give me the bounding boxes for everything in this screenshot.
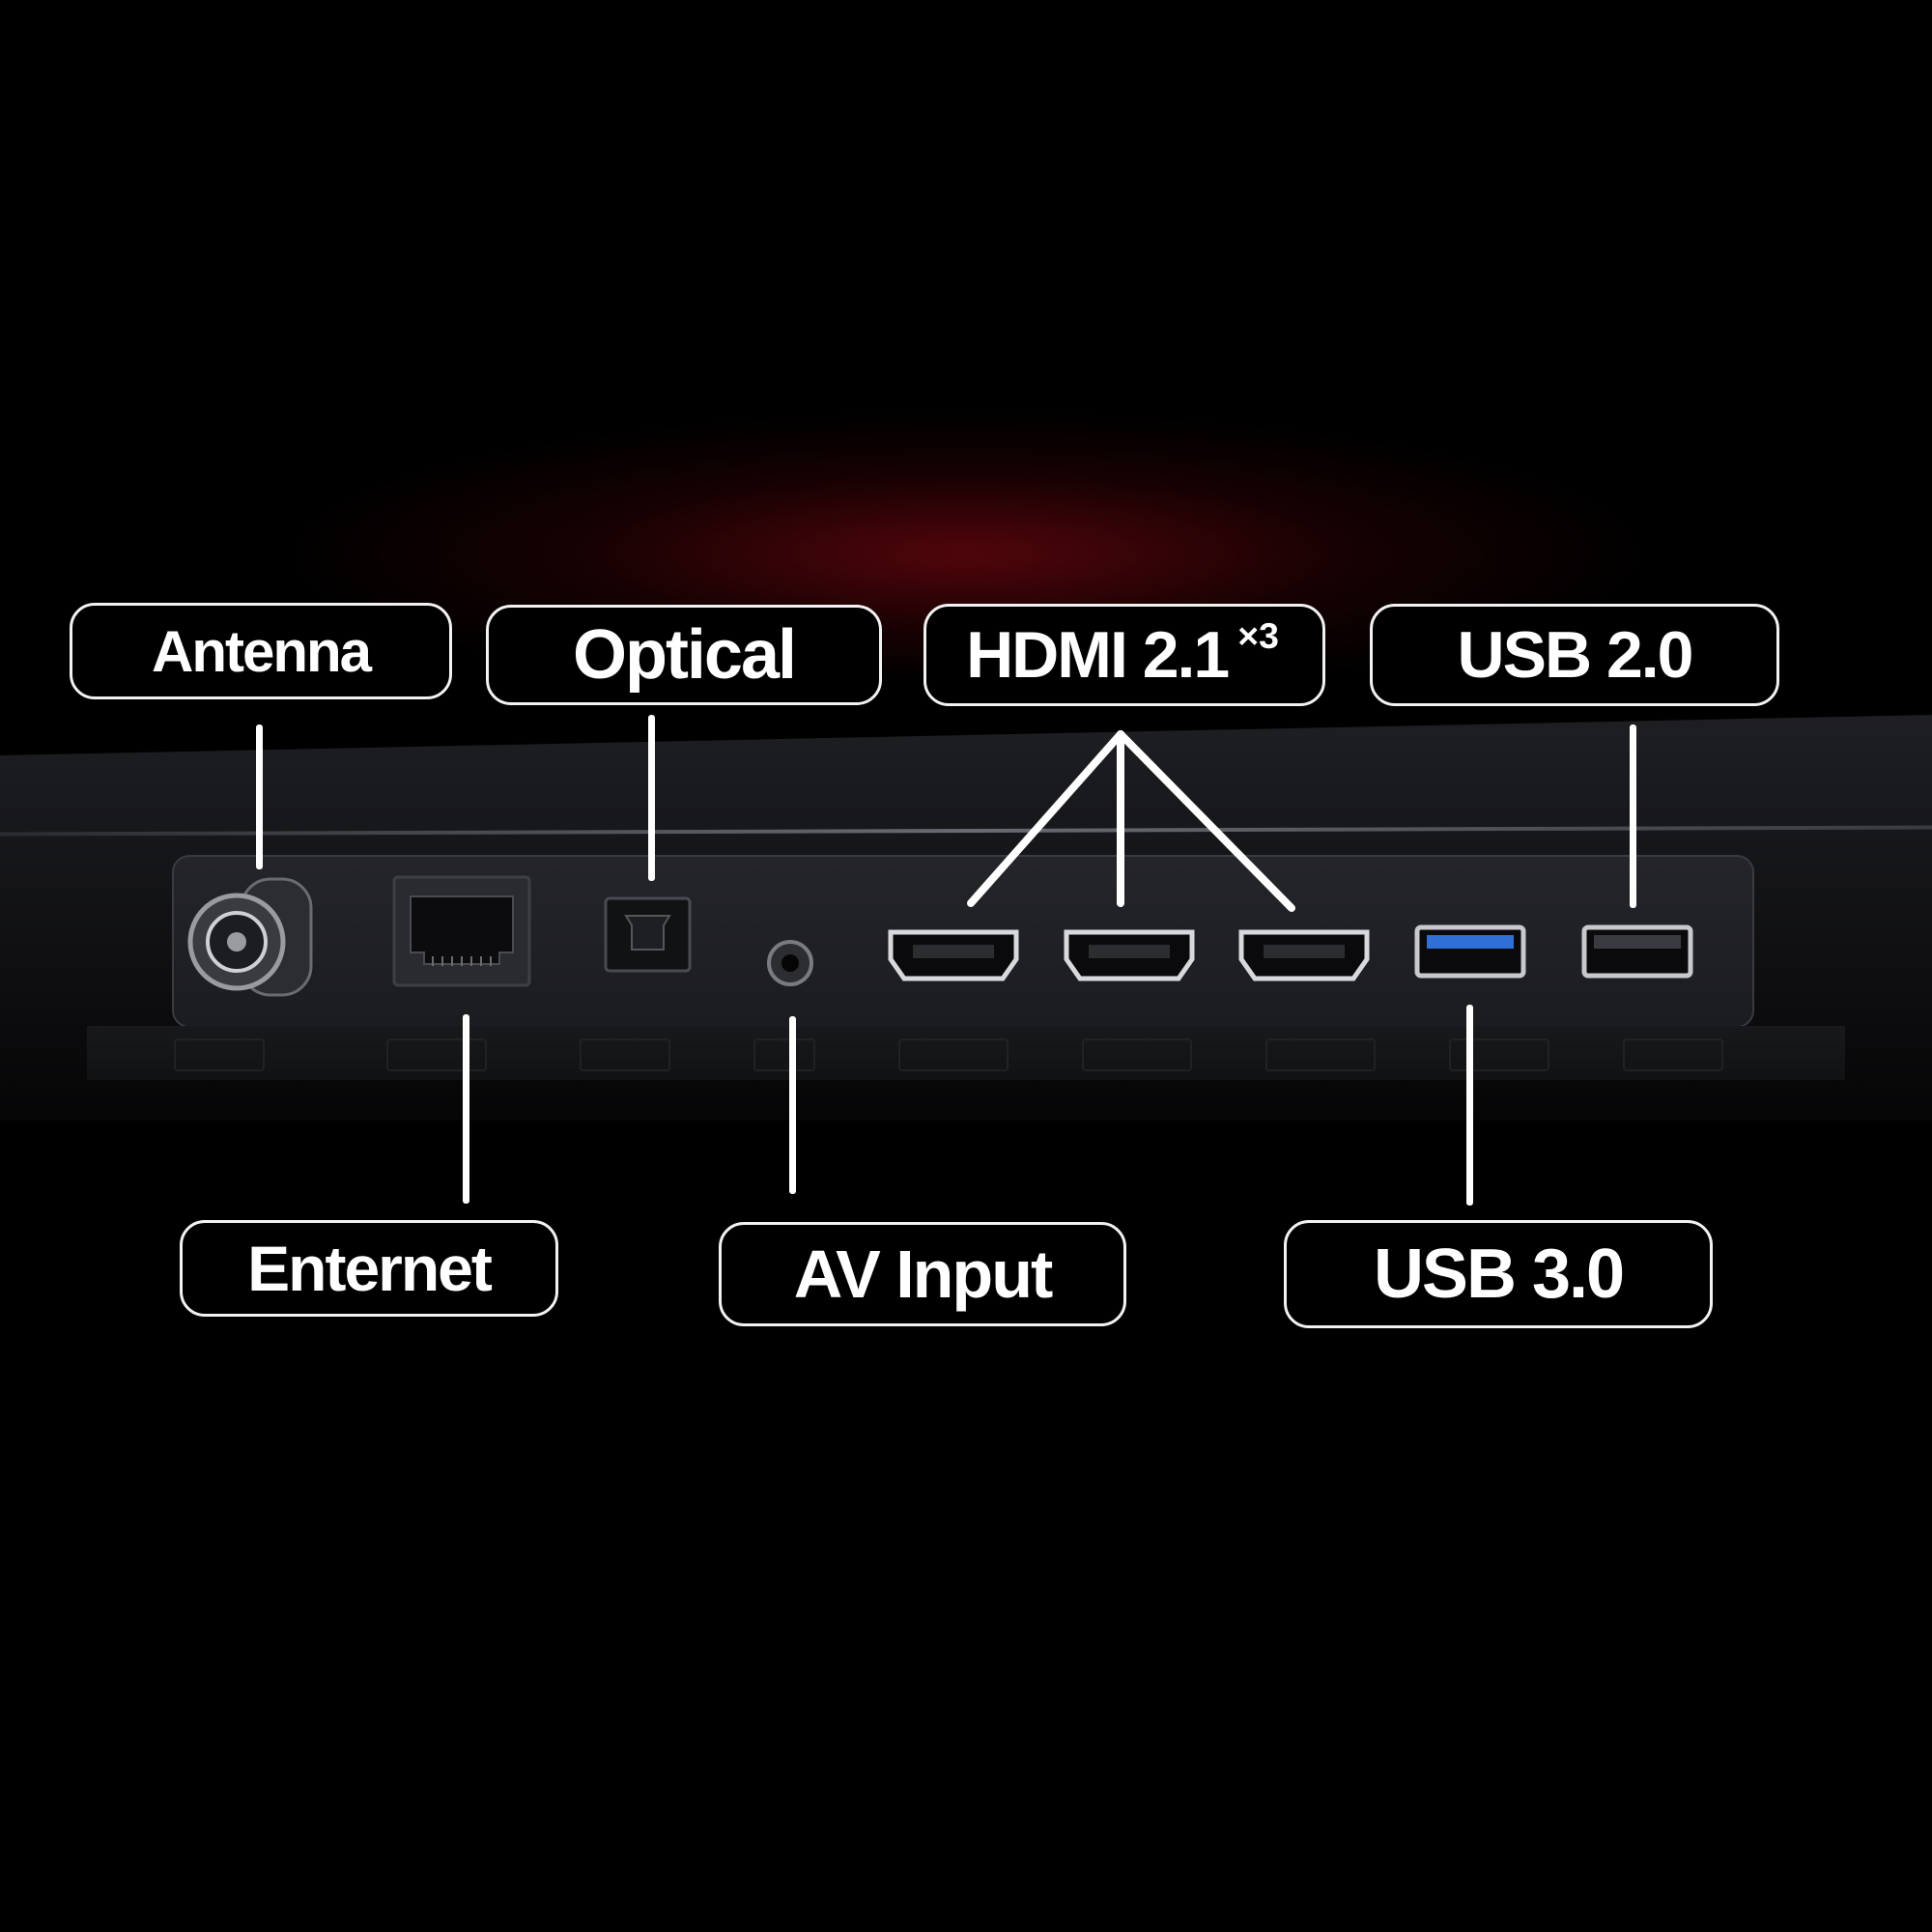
usb2-port-label-mark [1623,1038,1723,1071]
av-jack [767,940,813,986]
ethernet-port [392,875,531,987]
hdmi-leader-lines [967,730,1295,912]
hdmi-callout: HDMI 2.1×3 [923,604,1325,706]
hdmi1-port-label-mark [898,1038,1009,1071]
ethernet-port-label-mark [386,1038,487,1071]
antenna-callout-label: Antenna [152,618,372,684]
usb3-callout: USB 3.0 [1284,1220,1713,1328]
enternet-callout-label: Enternet [247,1233,493,1304]
hdmi-version-text: HDMI 2.1 [966,618,1230,692]
hdmi-port [1064,929,1195,981]
usb3-port-label-mark [1449,1038,1549,1071]
hdmi-callout-label: HDMI 2.1×3 [966,615,1283,693]
av-port-label-mark [753,1038,815,1071]
enternet-callout: Enternet [180,1220,558,1317]
hdmi-count-text: ×3 [1237,615,1279,657]
hdmi3-port-label-mark [1265,1038,1376,1071]
antenna-callout: Antenna [70,603,452,699]
usb2-callout: USB 2.0 [1370,604,1779,706]
usb3-port [1414,924,1526,979]
optical-callout-label: Optical [572,616,797,694]
usb2-port [1581,924,1693,979]
optical-port [604,896,692,973]
av-input-callout: AV Input [719,1222,1126,1326]
usb3-leader-line [1466,1005,1473,1206]
ethernet-leader-line [463,1014,469,1204]
optical-leader-line [648,715,655,881]
optical-callout: Optical [486,605,882,705]
hdmi-port [888,929,1019,981]
antenna-port [187,877,313,997]
hdmi2-port-label-mark [1082,1038,1192,1071]
hdmi-port [1238,929,1370,981]
antenna-port-label-mark [174,1038,265,1071]
optical-port-label-mark [580,1038,670,1071]
usb2-leader-line [1630,724,1636,908]
av-leader-line [789,1016,796,1194]
usb3-callout-label: USB 3.0 [1373,1236,1625,1313]
antenna-leader-line [256,724,263,869]
usb2-callout-label: USB 2.0 [1457,618,1694,692]
av-input-callout-label: AV Input [793,1236,1054,1312]
